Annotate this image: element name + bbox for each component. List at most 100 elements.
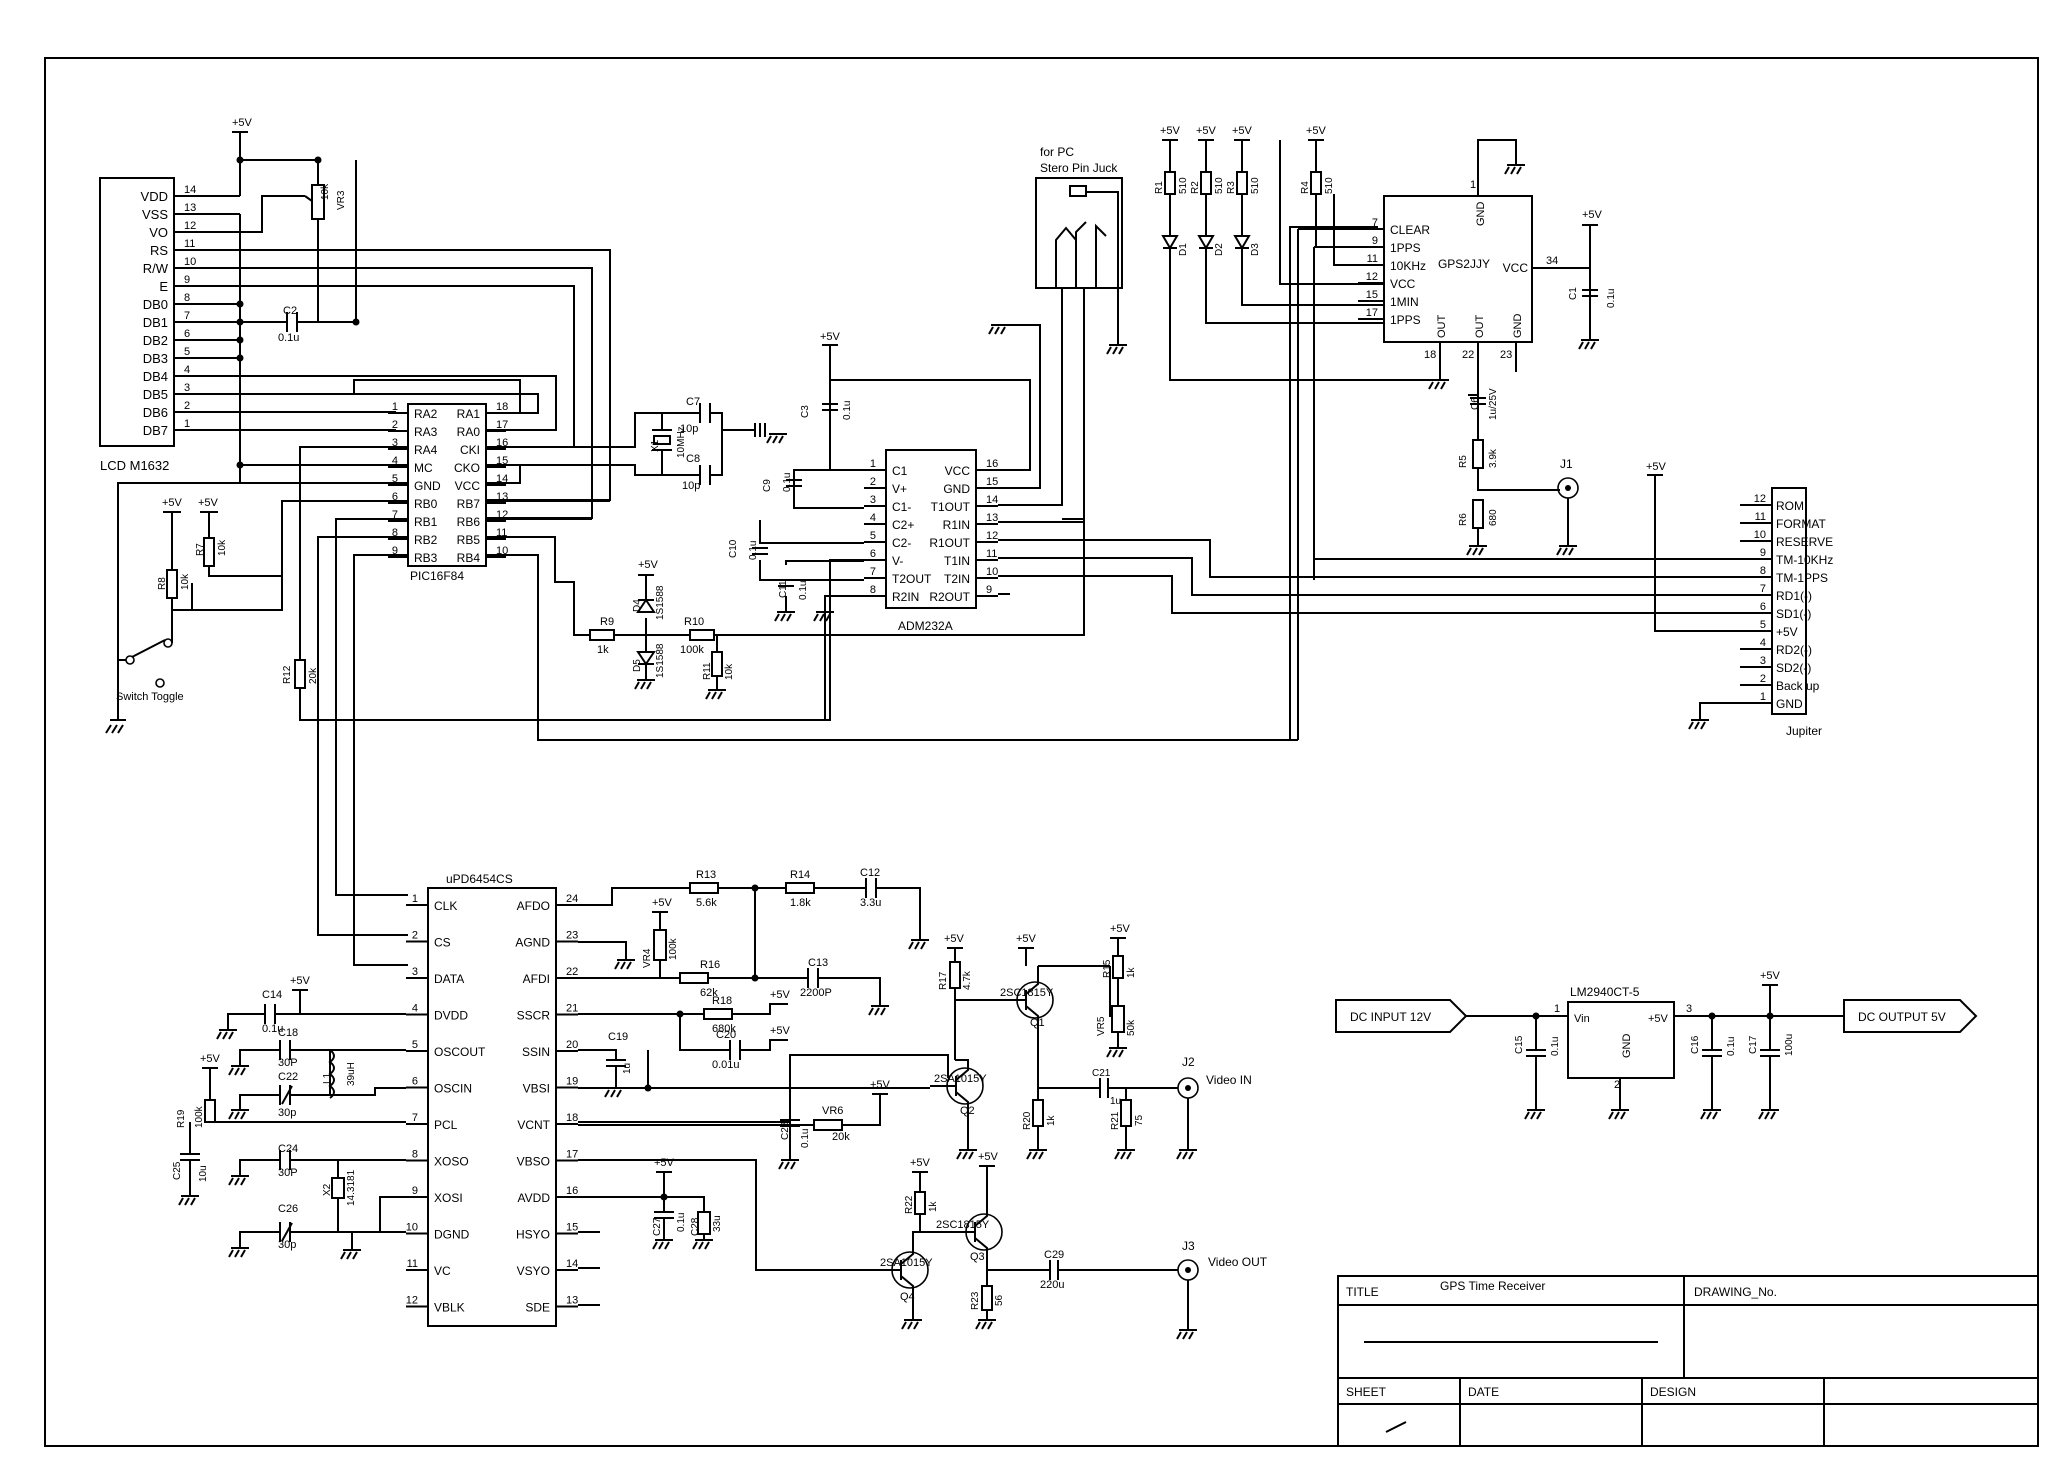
c9-value: 0.1u: [782, 473, 793, 492]
upd-pin-label: VBSI: [523, 1082, 550, 1096]
r11-label: R11: [702, 662, 713, 680]
r18-label: R18: [712, 995, 732, 1007]
lcd-pin-label: DB6: [143, 405, 168, 420]
vr5-label: VR5: [1096, 1016, 1107, 1036]
led-label: D1: [1178, 243, 1189, 256]
lcd-pin-number: 13: [184, 202, 196, 214]
c9-label: C9: [762, 479, 773, 492]
r17-value: 4.7k: [962, 970, 973, 990]
pic-pin-label: RB5: [457, 533, 481, 547]
pic-name: PIC16F84: [410, 569, 464, 583]
q1-label: Q1: [1030, 1017, 1045, 1029]
svg-text:+5V: +5V: [198, 497, 219, 509]
ground-symbols: [178, 164, 1779, 1340]
regulator-body: [1567, 1001, 1675, 1079]
gps-bottom-label: GND: [1512, 314, 1524, 339]
svg-text:1: 1: [1554, 1003, 1560, 1015]
upd-pin-number: 2: [412, 930, 418, 942]
jupiter-pin-number: 4: [1760, 637, 1766, 649]
led-resistor-value: 510: [1214, 177, 1225, 194]
c28-value: 33u: [712, 1215, 723, 1232]
adm-pin-label: VCC: [945, 464, 971, 478]
gps-vcc-label: VCC: [1503, 261, 1529, 275]
led-resistor-value: 510: [1250, 177, 1261, 194]
q3-type: 2SC1815Y: [936, 1219, 990, 1231]
upd-pin-number: 1: [412, 893, 418, 905]
c25-value: 10u: [198, 1165, 209, 1182]
adm-pin-number: 12: [986, 530, 998, 542]
upd-pin-label: DVDD: [434, 1009, 468, 1023]
video-in-label: Video IN: [1206, 1073, 1252, 1087]
upd-pin-label: VC: [434, 1264, 451, 1278]
r15-label: R15: [1102, 959, 1113, 978]
pic-pin-label: RA2: [414, 407, 438, 421]
dc-input-label: DC INPUT 12V: [1350, 1010, 1431, 1024]
jupiter-wiring: +5V: [560, 461, 1750, 741]
gps-pin-number: 12: [1366, 271, 1378, 283]
r15-value: 1k: [1126, 966, 1137, 978]
c19-value: 1u: [622, 1063, 633, 1074]
date-label: DATE: [1468, 1385, 1499, 1399]
c16-label: C16: [1690, 1035, 1701, 1054]
upd-body: [427, 887, 557, 1327]
led-resistor-label: R1: [1154, 181, 1165, 194]
c11-label: C11: [778, 580, 789, 598]
r19-label: R19: [176, 1109, 187, 1128]
r14-label: R14: [790, 869, 810, 881]
upd-pin-number: 22: [566, 966, 578, 978]
jupiter-pin-number: 7: [1760, 583, 1766, 595]
title-block: TITLE GPS Time Receiver DRAWING_No. SHEE…: [1337, 1275, 2039, 1447]
r5-value: 3.9k: [1488, 448, 1499, 468]
regulator-gnd: GND: [1621, 1034, 1633, 1059]
upd-pin-label: CS: [434, 936, 451, 950]
c3-value: 0.1u: [842, 401, 853, 420]
pic-pin-number: 5: [392, 473, 398, 485]
upd-pin-label: VSYO: [517, 1264, 550, 1278]
led-resistor-value: 510: [1178, 177, 1189, 194]
upd-pin-label: OSCOUT: [434, 1045, 486, 1059]
pic-pin-label: GND: [414, 479, 441, 493]
jupiter-module: ROM12FORMAT11RESERVE10TM-10KHz9TM-1PPS8R…: [1740, 487, 1833, 738]
d5-value: 1S1588: [655, 643, 666, 678]
led-resistor-label: R2: [1190, 181, 1201, 194]
svg-text:+5V: +5V: [652, 897, 673, 909]
r7-value: 10k: [217, 539, 228, 556]
c24-label: C24: [278, 1143, 298, 1155]
pic-pin-label: RB4: [457, 551, 481, 565]
vplus-label: +5V: [1196, 125, 1217, 137]
pic-left-wiring: +5V +5V R7 10k R8 10k R12 20k Switch Tog…: [105, 446, 864, 966]
adm-pin-number: 5: [870, 530, 876, 542]
adm-pin-number: 11: [986, 548, 997, 560]
c28-label: C28: [690, 1217, 701, 1236]
jupiter-pin-number: 6: [1760, 601, 1766, 613]
svg-text:+5V: +5V: [654, 1157, 675, 1169]
gps-pin-number: 11: [1367, 253, 1378, 265]
c15-value: 0.1u: [1550, 1037, 1561, 1056]
led-resistor-label: R4: [1300, 181, 1311, 194]
gps-pin-label: 1PPS: [1390, 313, 1421, 327]
gps-pin-number: 7: [1372, 217, 1378, 229]
upd-pin-label: AFDO: [517, 899, 550, 913]
c6-label: C6: [1470, 397, 1481, 410]
c10-value: 0.1u: [748, 541, 759, 560]
gps-pin-number: 9: [1372, 235, 1378, 247]
for-pc-label: for PC: [1040, 145, 1074, 159]
jupiter-pins: ROM12FORMAT11RESERVE10TM-10KHz9TM-1PPS8R…: [1740, 493, 1833, 711]
upd-pin-number: 11: [407, 1258, 418, 1270]
drawing-number-label: DRAWING_No.: [1694, 1285, 1777, 1299]
c21-value: 1u: [1110, 1096, 1121, 1107]
svg-text:+5V: +5V: [232, 117, 253, 129]
adm-pin-label: C1-: [892, 500, 911, 514]
adm-pin-label: C1: [892, 464, 908, 478]
r18-value: 680k: [712, 1023, 736, 1035]
upd-pin-number: 14: [566, 1258, 578, 1270]
upd-pin-label: HSYO: [516, 1228, 550, 1242]
r9-value: 1k: [597, 644, 609, 656]
q4-type: 2SA1015Y: [880, 1257, 933, 1269]
lcd-pin-number: 11: [184, 238, 195, 250]
power-supply: DC INPUT 12V C15 0.1u LM2940CT-5 Vin +5V…: [1335, 970, 1978, 1110]
